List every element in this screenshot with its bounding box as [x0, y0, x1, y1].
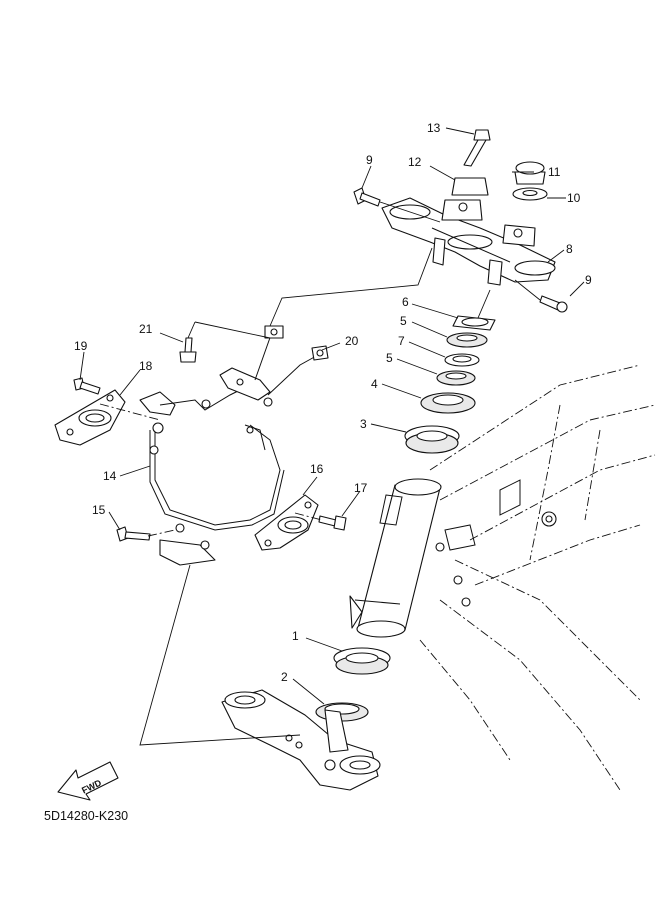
callout-5-upper: 5 — [400, 314, 407, 328]
frame-outline — [419, 364, 656, 791]
part-21-bolt — [179, 337, 197, 363]
callout-5-lower: 5 — [386, 351, 393, 365]
part-10-washer — [512, 187, 548, 201]
part-11-cap-nut — [514, 161, 546, 185]
callout-8: 8 — [566, 242, 573, 256]
callout-4: 4 — [371, 377, 378, 391]
callout-11: 11 — [548, 165, 561, 179]
callout-numbers: 1 2 3 4 5 5 6 7 8 9 9 10 11 12 13 14 15 … — [74, 121, 592, 684]
part-13-bolt — [463, 129, 491, 167]
part-5-ring-nut-lower — [436, 370, 476, 386]
part-2-dust-seal — [315, 702, 369, 722]
part-19-bolt — [73, 377, 101, 395]
forward-direction-arrow: FWD — [57, 761, 119, 801]
callout-10: 10 — [567, 191, 581, 205]
part-12-handlebar-holder — [441, 177, 536, 247]
part-1-lower-bearing — [333, 647, 391, 675]
drawing-code: 5D14280-K230 — [44, 809, 128, 823]
part-15-bolt — [116, 526, 151, 542]
part-16-right-plate — [254, 494, 319, 551]
callout-3: 3 — [360, 417, 367, 431]
part-3-upper-bearing — [404, 425, 460, 454]
steering-head-pipe — [349, 478, 442, 638]
callout-1: 1 — [292, 629, 299, 643]
part-7-washer — [444, 353, 480, 367]
under-bracket — [221, 689, 381, 791]
callout-9-right: 9 — [585, 273, 592, 287]
part-14-guide-bracket — [139, 384, 285, 566]
part-5-ring-nut-upper — [446, 332, 488, 348]
callout-7: 7 — [398, 334, 405, 348]
part-17-bolt — [318, 515, 347, 531]
part-21-bracket — [201, 325, 284, 409]
assembly-leader-lines — [99, 201, 541, 746]
callout-leaders — [79, 127, 585, 705]
callout-12: 12 — [408, 155, 422, 169]
callout-9-left: 9 — [366, 153, 373, 167]
callout-17: 17 — [354, 481, 368, 495]
callout-18: 18 — [139, 359, 153, 373]
part-9-pinch-bolt-left — [353, 187, 381, 207]
callout-15: 15 — [92, 503, 106, 517]
callout-14: 14 — [103, 469, 117, 483]
callout-13: 13 — [427, 121, 441, 135]
callout-2: 2 — [281, 670, 288, 684]
part-8-upper-bracket — [381, 197, 556, 286]
part-6-lock-washer — [452, 315, 496, 331]
part-4-bearing-cover — [420, 392, 476, 414]
callout-16: 16 — [310, 462, 324, 476]
callout-20: 20 — [345, 334, 359, 348]
part-18-left-plate — [54, 389, 126, 446]
callout-19: 19 — [74, 339, 88, 353]
part-9-pinch-bolt-right — [539, 295, 568, 313]
part-20-bracket — [263, 345, 329, 407]
callout-6: 6 — [402, 295, 409, 309]
callout-21: 21 — [139, 322, 153, 336]
